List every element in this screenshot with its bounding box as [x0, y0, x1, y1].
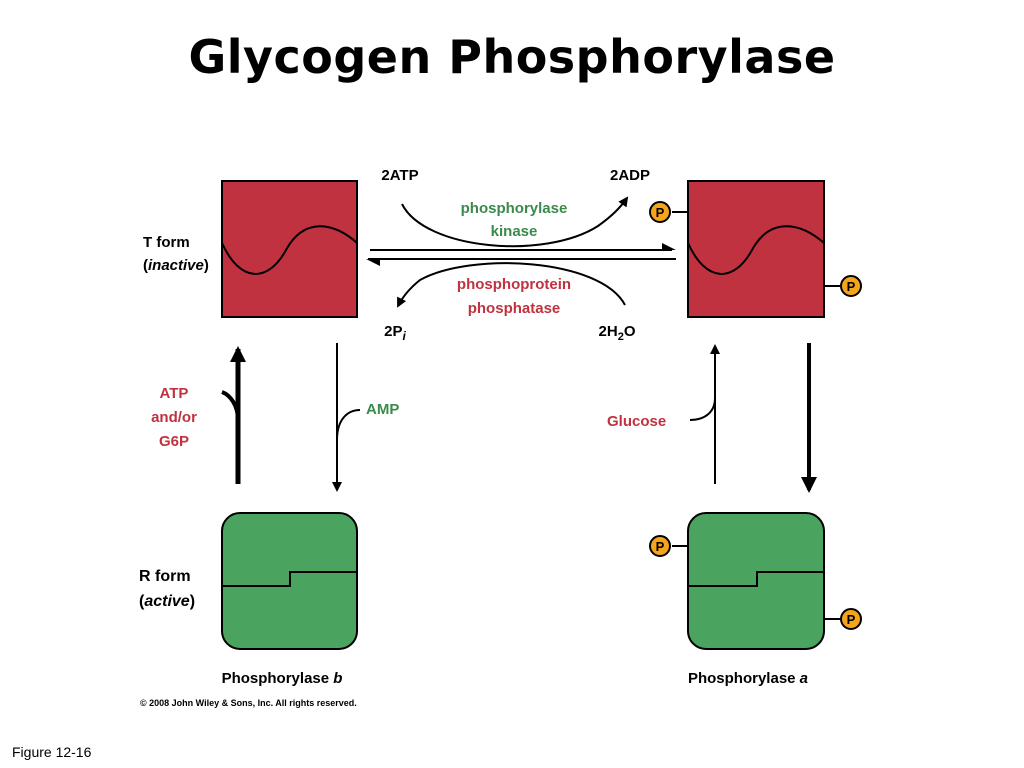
phosphate-r-a-right: P [824, 608, 862, 630]
kinase-label-line2: kinase [491, 223, 538, 240]
kinase-reaction-arrow [370, 243, 676, 251]
t-form-state-label: (inactive) [143, 257, 209, 274]
atp-g6p-label-line1: ATP [160, 385, 189, 402]
copyright-notice: © 2008 John Wiley & Sons, Inc. All right… [140, 698, 357, 708]
water-label: 2H2O [599, 323, 636, 343]
atp-label: 2ATP [381, 167, 418, 184]
r-form-b-box [221, 512, 358, 650]
slide-title: Glycogen Phosphorylase [188, 30, 836, 84]
t-form-a-box [687, 180, 825, 318]
glucose-effector-hook [689, 397, 716, 421]
phosphorylase-b-label: Phosphorylase b [222, 670, 343, 687]
svg-text:P: P [847, 279, 856, 294]
phosphate-t-a-top: P [649, 201, 688, 223]
t-form-b-box [221, 180, 358, 318]
amp-label: AMP [366, 401, 399, 418]
phosphatase-label-line2: phosphatase [468, 300, 561, 317]
phosphate-t-a-right: P [824, 275, 862, 297]
t-form-label: T form [143, 234, 190, 251]
r-form-state-label: (active) [139, 593, 195, 610]
kinase-label-line1: phosphorylase [461, 200, 568, 217]
atp-g6p-label-line2: and/or [151, 409, 197, 426]
amp-effector-hook [336, 409, 361, 441]
r-form-label: R form [139, 568, 191, 585]
phosphatase-reaction-arrow [366, 258, 676, 266]
svg-text:P: P [847, 612, 856, 627]
water-to-pi-curve [397, 262, 626, 308]
svg-text:P: P [656, 539, 665, 554]
figure-label: Figure 12-16 [12, 744, 92, 760]
svg-text:P: P [656, 205, 665, 220]
adp-label: 2ADP [610, 167, 650, 184]
atp-g6p-effector-hook [221, 390, 240, 421]
phosphorylase-a-label: Phosphorylase a [688, 670, 808, 687]
atp-g6p-label-line3: G6P [159, 433, 189, 450]
glucose-label: Glucose [607, 413, 666, 430]
phosphatase-label-line1: phosphoprotein [457, 276, 571, 293]
atp-to-adp-curve [401, 196, 629, 248]
pi-label: 2Pi [384, 323, 406, 343]
phosphate-r-a-left: P [649, 535, 688, 557]
r-form-a-box [687, 512, 825, 650]
